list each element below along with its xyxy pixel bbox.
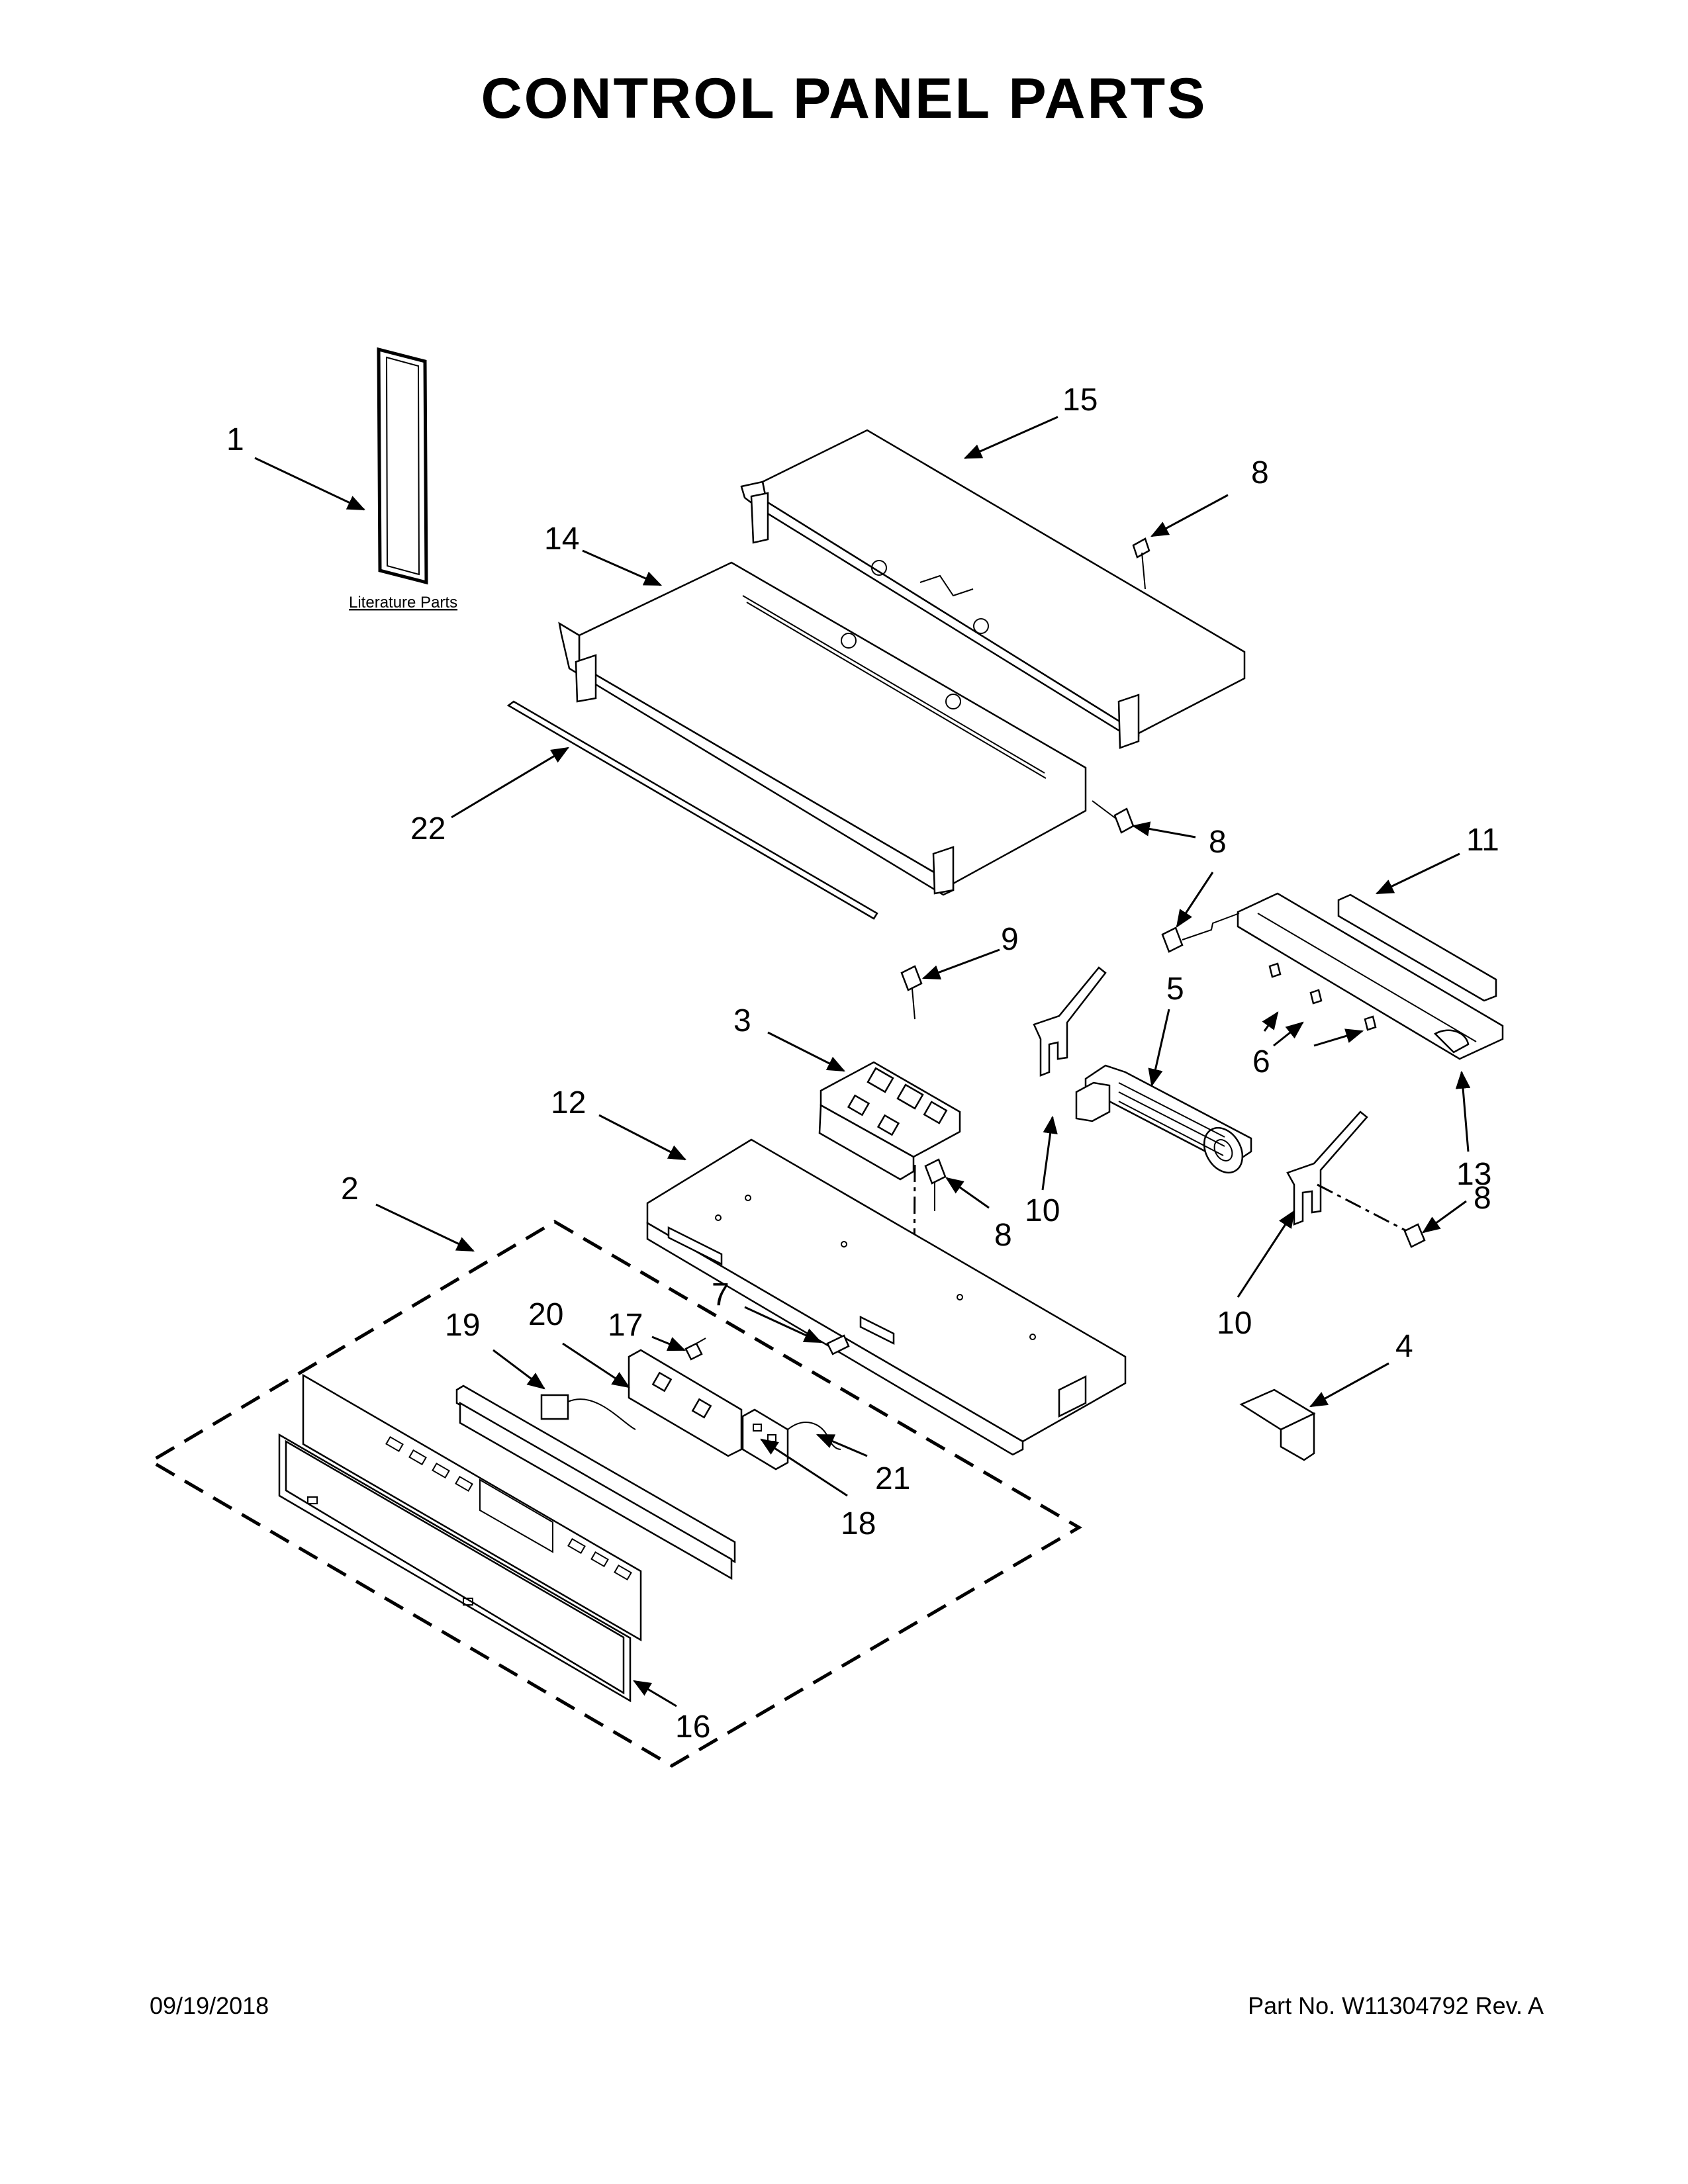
sensor-board [741,1408,789,1471]
callout-8-top: 8 [1251,455,1269,490]
callout-14: 14 [544,522,579,557]
wire-harness [787,1422,841,1450]
callout-13: 13 [1456,1157,1491,1192]
callout-2: 2 [341,1171,359,1206]
callout-19: 19 [445,1308,480,1343]
callout-7: 7 [712,1277,729,1312]
callout-6: 6 [1252,1044,1270,1079]
callout-8-link: 8 [1474,1181,1491,1216]
callout-18: 18 [841,1506,876,1541]
callout-1: 1 [226,422,244,457]
callout-16: 16 [675,1709,710,1745]
middle-cover-panel [558,561,1087,896]
side-bracket [1239,1388,1316,1461]
insulation-strip [1337,893,1497,1002]
screw-cover-right [1092,800,1135,834]
screw-top [1132,537,1150,590]
callout-9: 9 [1001,922,1019,957]
damper-link-right [1286,1111,1407,1232]
footer-part-number: Part No. W11304792 Rev. A [1248,1992,1544,2019]
callout-11: 11 [1466,823,1499,858]
leader-lines [254,416,1471,1707]
cooling-fan [1075,1064,1252,1174]
upper-cover-panel [740,429,1246,749]
callout-22: 22 [410,811,445,846]
main-control-board [628,1349,743,1457]
callout-numbers: 1 15 8 14 22 8 11 9 3 5 6 13 10 12 8 8 2… [226,383,1499,1745]
control-panel-glass [302,1373,642,1642]
callout-12: 12 [551,1085,586,1120]
callout-15: 15 [1062,383,1098,418]
gasket-strip [506,700,878,920]
callout-8-cover: 8 [1209,825,1227,860]
callout-17: 17 [608,1308,643,1343]
console-assembly-outline [148,1220,1082,1768]
small-connector [684,1338,706,1361]
callout-3: 3 [733,1003,751,1038]
literature-parts-label: Literature Parts [349,594,457,612]
screw-board [900,965,923,1020]
retainer-clip [826,1334,850,1355]
screw-below-board [924,1158,947,1211]
literature-booklet [377,347,428,585]
page-title: CONTROL PANEL PARTS [481,67,1207,130]
callout-10-right: 10 [1217,1306,1252,1341]
callout-20: 20 [528,1297,563,1332]
callout-8-board: 8 [994,1218,1012,1253]
light-pins [1268,962,1377,1031]
fan-mounting-bracket [1237,892,1504,1060]
screw-bracket [1161,913,1240,953]
power-relay-board [818,1061,961,1181]
callout-10-left: 10 [1025,1193,1060,1228]
footer-date: 09/19/2018 [150,1992,269,2019]
damper-link-left [1033,966,1107,1077]
callout-5: 5 [1166,972,1184,1007]
screw-damper-link [1403,1223,1426,1248]
callout-4: 4 [1395,1329,1413,1364]
touch-sensor-board [455,1385,736,1580]
control-panel-trim [278,1433,632,1703]
callout-21: 21 [875,1461,910,1496]
control-mounting-panel [646,1138,1127,1456]
